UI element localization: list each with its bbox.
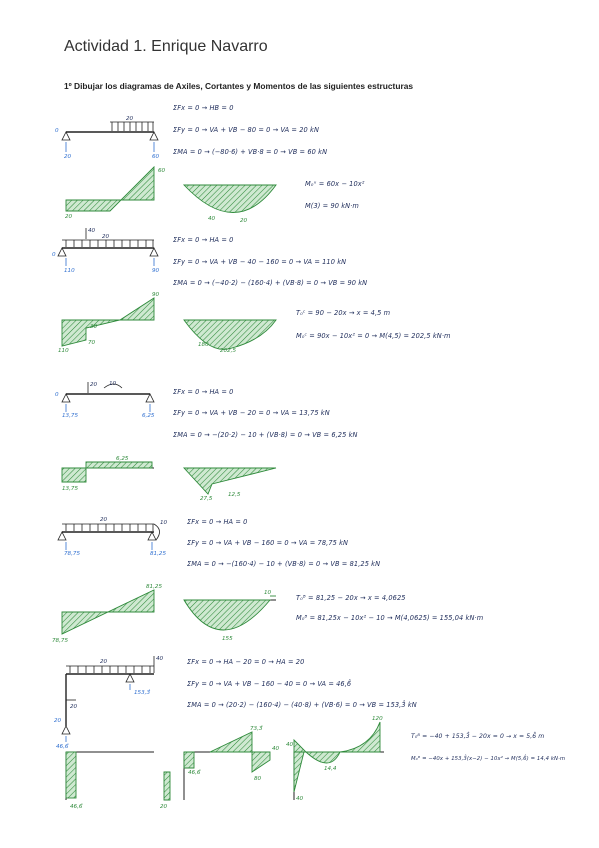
ex5-shear-diagram: 73,3̂ 46,6̂ 40 80 20	[160, 726, 280, 810]
ex1-beam-diagram: 20 20 60 0	[55, 116, 160, 160]
ex1-eq-fx: ΣFx = 0 → HB = 0	[173, 104, 234, 112]
ex1-moment-diagram: 40 20	[182, 184, 277, 224]
ex3-eq-fy: ΣFy = 0 → VA + VB − 20 = 0 → VA = 13,75 …	[173, 409, 330, 417]
exercise-statement: 1º Dibujar los diagramas de Axiles, Cort…	[64, 81, 414, 91]
ex2-moment-eq: M₀ᶜ = 90x − 10x² = 0 → M(4,5) = 202,5 kN…	[296, 332, 451, 340]
ex5-eq-fx: ΣFx = 0 → HA − 20 = 0 → HA = 20	[187, 658, 305, 666]
ex3-beam-diagram: 20 10 13,75 6,25 0	[55, 381, 155, 419]
ex4-shear-eq: T₀ᴮ = 81,25 − 20x → x = 4,0625	[296, 594, 406, 602]
ex3-moment-1: 27,5	[200, 496, 213, 502]
ex4-moment-max: 155	[222, 636, 233, 642]
ex5-moment-1: 40	[286, 742, 294, 748]
ex5-frame-diagram: 20 40 20 153,3̂ 46,6̂ 20	[54, 656, 164, 750]
ex5-axial-value: 46,6̂	[70, 804, 83, 810]
ex4-shear-bottom: 78,75	[52, 638, 68, 644]
ex4-moment-end: 10	[264, 590, 272, 596]
ex5-moment-4: 40	[296, 796, 304, 802]
ex2-moment-1: 180	[198, 342, 209, 348]
ex1-moment-value: M(3) = 90 kN·m	[305, 202, 359, 210]
ex3-reaction-a: 13,75	[62, 413, 78, 419]
ex5-point-load-label: 40	[156, 656, 164, 662]
ex4-eq-fx: ΣFx = 0 → HA = 0	[187, 518, 248, 526]
ex2-shear-mid1: 30	[90, 324, 98, 330]
ex4-eq-fy: ΣFy = 0 → VA + VB − 160 = 0 → VA = 78,75…	[187, 539, 349, 547]
ex5-axial-diagram: 46,6̂	[65, 751, 154, 810]
ex1-shear-top: 60	[158, 168, 166, 174]
ex1-reaction-b: 60	[152, 154, 160, 160]
ex3-moment-diagram: 27,5 12,5	[182, 467, 277, 502]
page-title: Actividad 1. Enrique Navarro	[64, 38, 268, 55]
ex4-moment-load-label: 10	[160, 520, 168, 526]
ex1-moment-a: 40	[208, 216, 216, 222]
ex2-point-load-label: 40	[88, 228, 96, 234]
ex3-shear-bottom: 13,75	[62, 486, 78, 492]
ex5-reaction-b: 153,3̂	[134, 690, 151, 696]
ex1-moment-eq: M₀ˣ = 60x − 10x²	[305, 180, 365, 188]
ex5-shear-5: 20	[160, 804, 168, 810]
ex2-beam-diagram: 40 20 110 90 0	[52, 228, 160, 274]
ex4-reaction-a: 78,75	[64, 551, 80, 557]
ex5-shear-3: 40	[272, 746, 280, 752]
ex4-dist-load-label: 20	[100, 517, 108, 523]
ex3-shear-top: 6,25	[116, 456, 129, 462]
ex4-beam-diagram: 20 10 78,75 81,25	[57, 517, 168, 557]
ex5-shear-eq: T₀ᴮ = −40 + 153,3̂ − 20x = 0 → x = 5,6̂ …	[411, 733, 545, 740]
ex4-shear-top: 81,25	[146, 584, 162, 590]
ex5-shear-1: 73,3̂	[250, 726, 263, 732]
ex5-reaction-h: 20	[54, 718, 62, 724]
ex5-dist-load-label: 20	[100, 659, 108, 665]
ex5-moment-eq: M₀ᴮ = −40x + 153,3̂(x−2) − 10x² → M(5,6̂…	[411, 756, 566, 762]
ex3-moment-2: 12,5	[228, 492, 241, 498]
ex1-eq-ma: ΣMA = 0 → (−80·6) + VB·8 = 0 → VB = 60 k…	[173, 148, 328, 156]
ex1-eq-fy: ΣFy = 0 → VA + VB − 80 = 0 → VA = 20 kN	[173, 126, 319, 134]
ex1-moment-b: 20	[240, 218, 248, 224]
ex1-shear-bottom: 20	[65, 214, 73, 220]
ex2-eq-fy: ΣFy = 0 → VA + VB − 40 − 160 = 0 → VA = …	[173, 258, 347, 266]
ex2-reaction-a: 110	[64, 268, 75, 274]
svg-text:0: 0	[52, 252, 56, 258]
ex4-moment-diagram: 10 155	[183, 590, 276, 642]
ex5-eq-fy: ΣFy = 0 → VA + VB − 160 − 40 = 0 → VA = …	[187, 680, 352, 688]
ex2-eq-ma: ΣMA = 0 → (−40·2) − (160·4) + (VB·8) = 0…	[173, 279, 368, 287]
ex1-shear-diagram: 60 20	[65, 165, 166, 220]
ex1-reaction-a: 20	[64, 154, 72, 160]
ex4-moment-eq: M₀ᴮ = 81,25x − 10x² − 10 → M(4,0625) = 1…	[296, 614, 484, 622]
ex2-eq-fx: ΣFx = 0 → HA = 0	[173, 236, 234, 244]
ex2-shear-eq: T₀ᶜ = 90 − 20x → x = 4,5 m	[296, 309, 391, 317]
svg-text:0: 0	[55, 128, 59, 134]
ex5-horizontal-load: 20	[70, 704, 78, 710]
ex3-shear-diagram: 6,25 13,75	[61, 456, 154, 492]
ex1-load-label: 20	[126, 116, 134, 122]
ex5-moment-diagram: 40 120 14,4 40	[286, 716, 384, 802]
ex2-shear-diagram: 90 30 70 110	[58, 292, 160, 354]
svg-text:0: 0	[55, 392, 59, 398]
ex2-reaction-b: 90	[152, 268, 160, 274]
ex3-reaction-b: 6,25	[142, 413, 155, 419]
ex2-shear-bottom: 110	[58, 348, 69, 354]
ex5-shear-2: 46,6̂	[188, 770, 201, 776]
ex2-dist-load-label: 20	[102, 234, 110, 240]
ex5-moment-3: 14,4	[324, 766, 337, 772]
ex3-eq-fx: ΣFx = 0 → HA = 0	[173, 388, 234, 396]
ex3-point-load-label: 20	[90, 382, 98, 388]
ex3-moment-load-label: 10	[109, 381, 117, 387]
ex5-shear-4: 80	[254, 776, 262, 782]
ex2-moment-diagram: 180 202,5	[183, 319, 277, 354]
ex2-shear-top: 90	[152, 292, 160, 298]
ex5-moment-2: 120	[372, 716, 383, 722]
ex4-shear-diagram: 81,25 78,75	[52, 584, 162, 644]
ex5-eq-ma: ΣMA = 0 → (20·2) − (160·4) − (40·8) + (V…	[187, 701, 417, 709]
ex4-eq-ma: ΣMA = 0 → −(160·4) − 10 + (VB·8) = 0 → V…	[187, 560, 381, 568]
ex3-eq-ma: ΣMA = 0 → −(20·2) − 10 + (VB·8) = 0 → VB…	[173, 431, 358, 439]
ex4-reaction-b: 81,25	[150, 551, 166, 557]
ex2-moment-2: 202,5	[220, 348, 236, 354]
ex5-reaction-a: 46,6̂	[56, 744, 69, 750]
ex2-shear-mid2: 70	[88, 340, 96, 346]
